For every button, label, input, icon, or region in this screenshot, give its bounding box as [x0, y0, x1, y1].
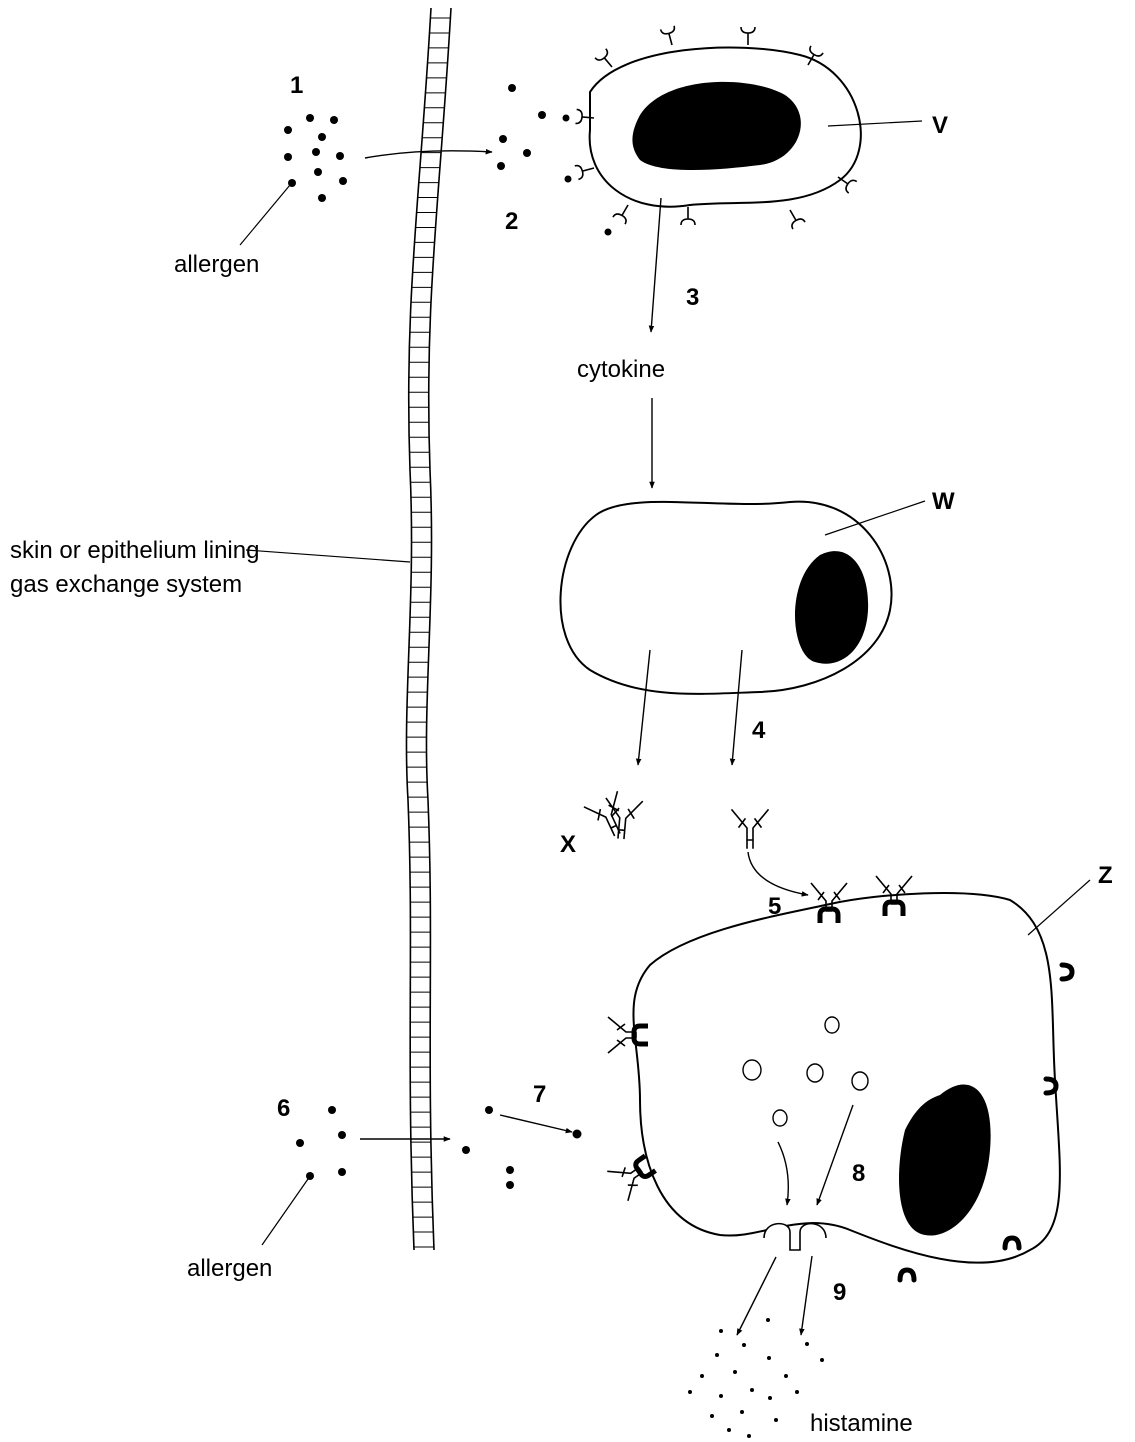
- histamine-label: histamine: [810, 1412, 913, 1436]
- allergen-label-bottom: allergen: [187, 1257, 272, 1281]
- cell-v: [563, 26, 861, 236]
- step-1-label: 1: [290, 74, 303, 98]
- arrow-1-to-2: [365, 151, 492, 158]
- arrow-7: [500, 1115, 572, 1132]
- step-7-label: 7: [533, 1083, 546, 1107]
- allergen-1-leader: [240, 185, 290, 245]
- antibody-x-1: [585, 792, 634, 842]
- step-6-label: 6: [277, 1097, 290, 1121]
- cell-w-label: W: [932, 490, 955, 514]
- allergen-particles-2: [497, 84, 546, 170]
- antibody-free: [732, 810, 768, 848]
- cell-w: [560, 502, 891, 694]
- cell-z-label: Z: [1098, 864, 1113, 888]
- z-leader: [1028, 880, 1090, 935]
- epithelium-strip: [406, 8, 451, 1250]
- exocytosis-pores: [764, 1224, 826, 1250]
- arrow-antibody-to-z: [748, 852, 808, 895]
- epithelium-cells: [406, 18, 450, 1247]
- allergen-6-leader: [262, 1179, 308, 1245]
- arrow-v-to-cytokine: [651, 198, 661, 332]
- allergen-particles-7: [462, 1106, 582, 1189]
- histamine-particles: [688, 1318, 824, 1438]
- allergen-particles-1: [284, 114, 347, 202]
- step-3-label: 3: [686, 286, 699, 310]
- skin-label: skin or epithelium lining gas exchange s…: [10, 534, 290, 602]
- step-8-label: 8: [852, 1162, 865, 1186]
- arrow-histamine-9b: [801, 1256, 812, 1335]
- arrow-histamine-9a: [737, 1257, 776, 1335]
- cell-x-label: X: [560, 833, 576, 857]
- allergen-particles-6: [296, 1106, 346, 1180]
- cell-z: [633, 893, 1072, 1280]
- step-9-label: 9: [833, 1281, 846, 1305]
- step-2-label: 2: [505, 210, 518, 234]
- allergen-label-top: allergen: [174, 253, 259, 277]
- step-5-label: 5: [768, 895, 781, 919]
- cytokine-label: cytokine: [577, 358, 665, 382]
- step-4-label: 4: [752, 719, 765, 743]
- cell-v-label: V: [932, 114, 948, 138]
